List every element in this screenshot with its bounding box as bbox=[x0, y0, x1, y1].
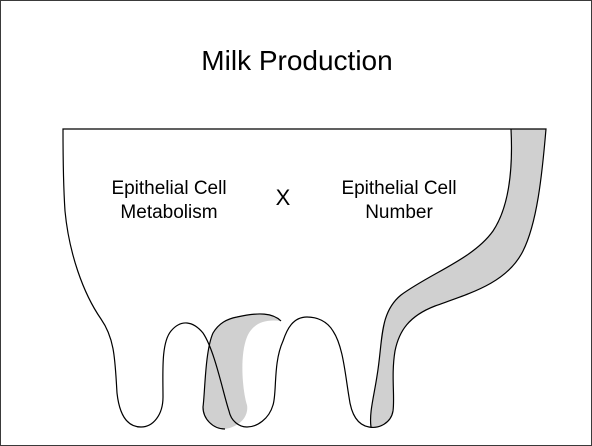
right-label-line-2: Number bbox=[309, 201, 489, 225]
multiplication-sign: X bbox=[263, 187, 303, 209]
left-label-line-1: Epithelial Cell bbox=[79, 177, 259, 201]
left-label-line-2: Metabolism bbox=[79, 201, 259, 225]
epithelial-cell-number-label: Epithelial Cell Number bbox=[309, 177, 489, 225]
slide-title: Milk Production bbox=[1, 47, 592, 75]
right-label-line-1: Epithelial Cell bbox=[309, 177, 489, 201]
right-side-shading bbox=[371, 129, 546, 427]
epithelial-cell-metabolism-label: Epithelial Cell Metabolism bbox=[79, 177, 259, 225]
